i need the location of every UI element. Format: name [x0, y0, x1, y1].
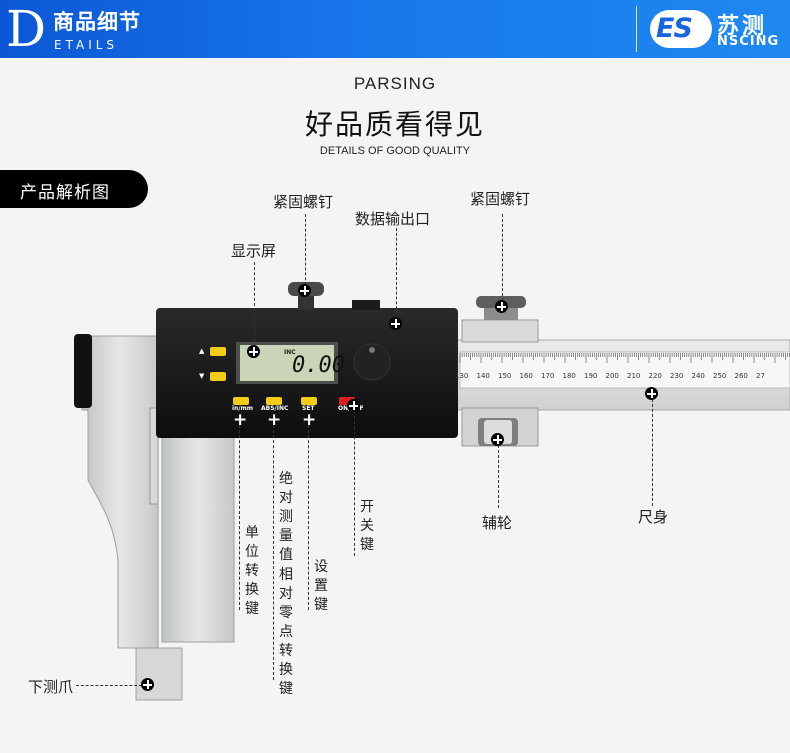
callout-clamp-screw-right: 紧固螺钉 — [470, 190, 531, 208]
intro-en-subheading: DETAILS OF GOOD QUALITY — [319, 145, 471, 157]
callout-unit-switch: 单位转换键 — [245, 525, 259, 617]
brand-logo-cn: 苏测 — [717, 14, 768, 39]
ruler-tick-label: 250 — [713, 372, 727, 380]
leader-line — [76, 685, 142, 686]
brand-logo-en: NSCING — [717, 34, 780, 49]
intro-en-heading: PARSING — [353, 74, 437, 93]
btn-label-absinc: ABS/INC — [261, 405, 289, 412]
callout-ruler: 尺身 — [638, 508, 669, 526]
callout-abs-measure: 绝对测量值 — [279, 471, 293, 563]
arrow-down-key-label: ▼ — [199, 372, 205, 380]
ruler-tick-label: 160 — [519, 372, 533, 380]
callout-display: 显示屏 — [231, 242, 277, 260]
marker-plus-icon: + — [267, 410, 282, 430]
leader-line — [652, 394, 653, 506]
leader-line — [273, 420, 274, 680]
ruler-tick-label: 27 — [756, 372, 765, 380]
header-subtitle: ETAILS — [54, 38, 119, 52]
callout-roller: 辅轮 — [482, 514, 513, 532]
header-letter: D — [6, 0, 47, 58]
leader-line — [396, 228, 397, 324]
marker-plus-icon: + — [233, 410, 248, 430]
ruler-tick-label: 210 — [627, 372, 641, 380]
callout-data-output: 数据输出口 — [355, 210, 431, 228]
leader-line — [354, 406, 355, 556]
ruler-tick-label: 190 — [584, 372, 598, 380]
section-tag: 产品解析图 — [0, 170, 148, 208]
callout-clamp-screw-left: 紧固螺钉 — [273, 193, 334, 211]
brand-logo-mark: ES — [650, 10, 712, 48]
lcd-mode: INC — [284, 349, 296, 356]
intro-cn-heading: 好品质看得见 — [304, 108, 485, 141]
header-bar: D 商品细节 ETAILS ES 苏测 NSCING — [0, 0, 790, 58]
btn-label-inmm: in/mm — [232, 405, 254, 412]
lcd-reading: 0.00 — [292, 353, 345, 378]
callout-set-key: 设置键 — [314, 559, 328, 613]
ruler-tick-label: 200 — [605, 372, 619, 380]
btn-label-set: SET — [302, 405, 315, 412]
ruler-tick-label: 220 — [648, 372, 662, 380]
leader-line — [239, 420, 240, 610]
marker-plus-icon — [247, 345, 260, 358]
leader-line — [305, 214, 306, 290]
callout-lower-jaw: 下测爪 — [28, 678, 74, 696]
leader-line — [502, 214, 503, 306]
header-title: 商品细节 — [53, 10, 141, 34]
ruler-tick-label: 180 — [562, 372, 576, 380]
ruler-tick-label: 230 — [670, 372, 684, 380]
leader-line — [308, 420, 309, 610]
ruler-ticks — [459, 353, 790, 363]
leader-line — [254, 262, 255, 352]
marker-plus-icon — [389, 317, 402, 330]
callout-rel-zero: 相对零点转换键 — [279, 567, 293, 697]
ruler-tick-label: 240 — [691, 372, 705, 380]
marker-plus-icon: + — [302, 410, 317, 430]
marker-plus-icon — [347, 399, 360, 412]
lower-jaw-shape — [81, 335, 159, 701]
ruler-tick-label: 150 — [498, 372, 512, 380]
arrow-up-key-label: ▲ — [199, 347, 205, 355]
marker-plus-icon — [298, 284, 311, 297]
ruler-tick-label: 140 — [476, 372, 490, 380]
callout-power-switch: 开关键 — [360, 499, 374, 553]
marker-plus-icon — [495, 300, 508, 313]
marker-plus-icon — [141, 678, 154, 691]
ruler-tick-label: 170 — [541, 372, 555, 380]
ruler-tick-label: 260 — [734, 372, 748, 380]
leader-line — [498, 440, 499, 508]
marker-plus-icon — [491, 433, 504, 446]
marker-plus-icon — [645, 387, 658, 400]
ruler-tick-label: 130 — [455, 372, 469, 380]
header-divider — [636, 6, 637, 52]
